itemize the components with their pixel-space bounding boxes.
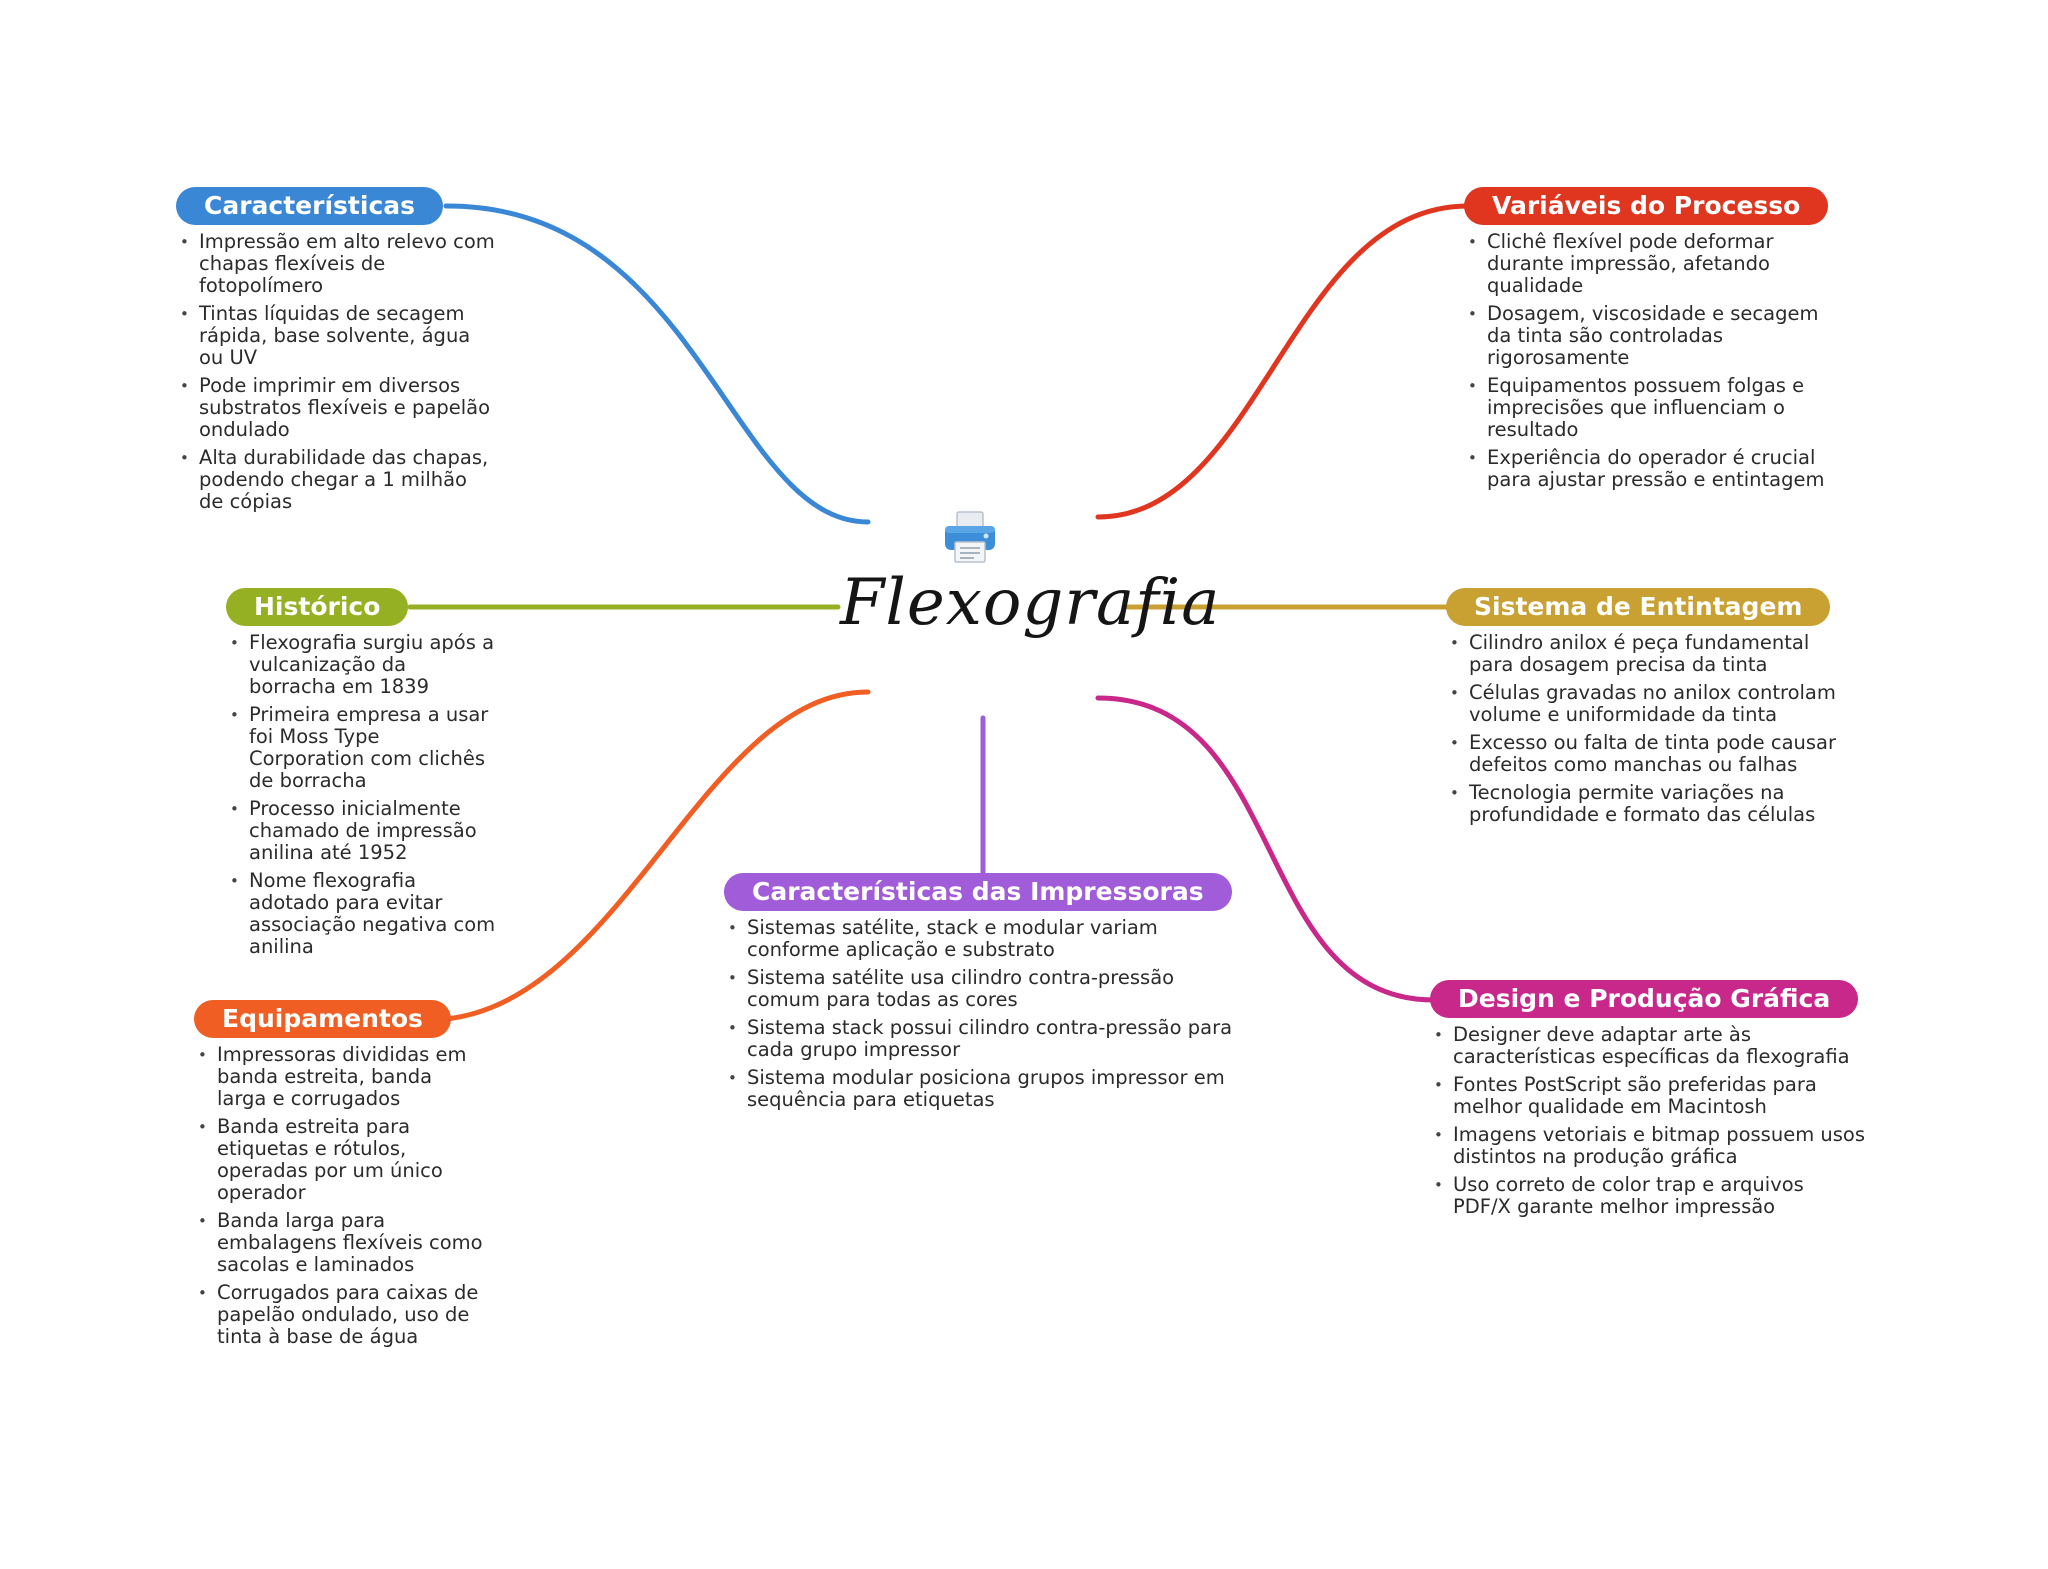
branch-historico: HistóricoFlexografia surgiu após a vulca… (226, 588, 496, 964)
topic-item[interactable]: Sistemas satélite, stack e modular varia… (724, 917, 1244, 961)
topic-items-list: Designer deve adaptar arte às caracterís… (1430, 1024, 1865, 1218)
topic-item[interactable]: Dosagem, viscosidade e secagem da tinta … (1464, 303, 1844, 369)
connector-caracteristicas (443, 203, 871, 525)
topic-item[interactable]: Tecnologia permite variações na profundi… (1446, 782, 1846, 826)
topic-pill-historico[interactable]: Histórico (226, 588, 409, 626)
topic-item[interactable]: Designer deve adaptar arte às caracterís… (1430, 1024, 1865, 1068)
branch-variaveis-processo: Variáveis do ProcessoClichê flexível pod… (1464, 187, 1844, 497)
topic-items-list: Impressão em alto relevo com chapas flex… (176, 231, 496, 513)
topic-item[interactable]: Experiência do operador é crucial para a… (1464, 447, 1844, 491)
topic-item[interactable]: Alta durabilidade das chapas, podendo ch… (176, 447, 496, 513)
topic-pill-sistema-entintagem[interactable]: Sistema de Entintagem (1446, 588, 1831, 626)
topic-item[interactable]: Primeira empresa a usar foi Moss Type Co… (226, 704, 496, 792)
topic-item[interactable]: Sistema stack possui cilindro contra-pre… (724, 1017, 1244, 1061)
topic-item[interactable]: Clichê flexível pode deformar durante im… (1464, 231, 1844, 297)
topic-item[interactable]: Excesso ou falta de tinta pode causar de… (1446, 732, 1846, 776)
topic-pill-caracteristicas[interactable]: Características (176, 187, 444, 225)
connector-design-producao (1095, 695, 1437, 1003)
topic-item[interactable]: Impressão em alto relevo com chapas flex… (176, 231, 496, 297)
topic-pill-caracteristicas-impressoras[interactable]: Características das Impressoras (724, 873, 1232, 911)
topic-item[interactable]: Sistema satélite usa cilindro contra-pre… (724, 967, 1244, 1011)
topic-item[interactable]: Uso correto de color trap e arquivos PDF… (1430, 1174, 1865, 1218)
topic-item[interactable]: Processo inicialmente chamado de impress… (226, 798, 496, 864)
connector-equipamentos (425, 689, 871, 1023)
topic-item[interactable]: Banda estreita para etiquetas e rótulos,… (194, 1116, 484, 1204)
topic-item[interactable]: Pode imprimir em diversos substratos fle… (176, 375, 496, 441)
topic-item[interactable]: Corrugados para caixas de papelão ondula… (194, 1282, 484, 1348)
branch-design-producao: Design e Produção GráficaDesigner deve a… (1430, 980, 1865, 1224)
topic-pill-variaveis-processo[interactable]: Variáveis do Processo (1464, 187, 1829, 225)
branch-equipamentos: EquipamentosImpressoras divididas em ban… (194, 1000, 484, 1354)
topic-items-list: Sistemas satélite, stack e modular varia… (724, 917, 1244, 1111)
topic-item[interactable]: Flexografia surgiu após a vulcanização d… (226, 632, 496, 698)
topic-item[interactable]: Nome flexografia adotado para evitar ass… (226, 870, 496, 958)
topic-item[interactable]: Cilindro anilox é peça fundamental para … (1446, 632, 1846, 676)
topic-items-list: Impressoras divididas em banda estreita,… (194, 1044, 484, 1348)
branch-caracteristicas: CaracterísticasImpressão em alto relevo … (176, 187, 496, 519)
topic-items-list: Flexografia surgiu após a vulcanização d… (226, 632, 496, 958)
connector-variaveis-processo (1095, 203, 1471, 520)
topic-pill-design-producao[interactable]: Design e Produção Gráfica (1430, 980, 1859, 1018)
topic-items-list: Clichê flexível pode deformar durante im… (1464, 231, 1844, 491)
topic-items-list: Cilindro anilox é peça fundamental para … (1446, 632, 1846, 826)
topic-item[interactable]: Sistema modular posiciona grupos impress… (724, 1067, 1244, 1111)
branch-sistema-entintagem: Sistema de EntintagemCilindro anilox é p… (1446, 588, 1846, 832)
printer-icon (941, 508, 999, 566)
topic-item[interactable]: Impressoras divididas em banda estreita,… (194, 1044, 484, 1110)
topic-item[interactable]: Tintas líquidas de secagem rápida, base … (176, 303, 496, 369)
branch-caracteristicas-impressoras: Características das ImpressorasSistemas … (724, 873, 1244, 1117)
topic-item[interactable]: Fontes PostScript são preferidas para me… (1430, 1074, 1865, 1118)
topic-item[interactable]: Banda larga para embalagens flexíveis co… (194, 1210, 484, 1276)
topic-item[interactable]: Equipamentos possuem folgas e imprecisõe… (1464, 375, 1844, 441)
central-topic-title[interactable]: Flexografia (840, 566, 1221, 640)
topic-pill-equipamentos[interactable]: Equipamentos (194, 1000, 451, 1038)
topic-item[interactable]: Imagens vetoriais e bitmap possuem usos … (1430, 1124, 1865, 1168)
topic-item[interactable]: Células gravadas no anilox controlam vol… (1446, 682, 1846, 726)
